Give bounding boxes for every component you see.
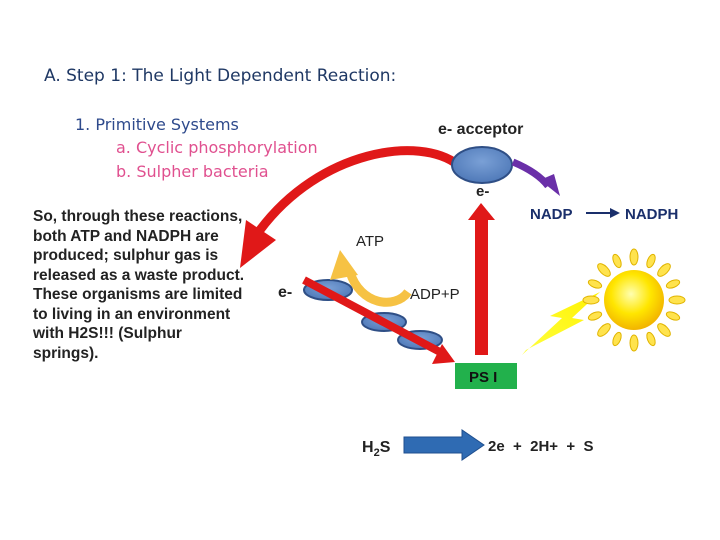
electron-flow-arrow-head — [432, 344, 455, 364]
body-line: These organisms are limited — [33, 286, 243, 303]
lightning-bolt-icon — [522, 292, 600, 355]
h2s-split-arrow — [403, 429, 485, 461]
e-acceptor-label: e- acceptor — [438, 121, 523, 138]
body-line: both ATP and NADPH are — [33, 227, 219, 245]
slide-title: A. Step 1: The Light Dependent Reaction: — [44, 66, 397, 86]
atp-synthesis-arrow — [345, 270, 412, 307]
nadph-arrow-head — [610, 208, 620, 218]
excitation-arrow-shaft — [475, 215, 488, 355]
h2s-s: S — [380, 439, 391, 456]
cyclic-electron-arrow — [256, 146, 461, 233]
nadp-reduction-arrow — [511, 158, 551, 189]
body-line: released as a waste product. — [33, 266, 245, 284]
excitation-arrow-head — [468, 203, 495, 220]
explanation-paragraph: So, through these reactions, both ATP an… — [33, 207, 293, 363]
ps1-box — [455, 363, 517, 389]
subtitle-cyclic-phosphorylation: a. Cyclic phosphorylation — [116, 138, 318, 157]
body-line: to living in an environment — [33, 305, 231, 323]
atp-arrow-head — [330, 250, 358, 280]
h2s-label: H2S — [362, 439, 391, 459]
body-line: with H2S!!! (Sulphur — [33, 325, 182, 342]
body-line: So, through these reactions, — [33, 208, 243, 225]
body-line: springs). — [33, 344, 99, 362]
nadph-label: NADPH — [625, 206, 678, 223]
subtitle-primitive-systems: 1. Primitive Systems — [75, 115, 239, 134]
atp-label: ATP — [356, 233, 384, 250]
nadp-label: NADP — [530, 206, 573, 223]
sun-icon — [582, 248, 686, 352]
h2s-subscript: 2 — [374, 447, 380, 459]
h2s-h: H — [362, 439, 374, 456]
ps1-label: PS I — [469, 369, 497, 386]
nadp-arrow-head — [540, 174, 560, 196]
e-minus-left-label: e- — [278, 284, 292, 301]
body-line: produced; sulphur gas is — [33, 247, 219, 264]
subtitle-sulpher-bacteria: b. Sulpher bacteria — [116, 162, 269, 181]
electron-acceptor-ellipse — [451, 146, 513, 184]
adp-p-label: ADP+P — [410, 286, 460, 303]
cyclic-arrow-head — [240, 220, 276, 268]
e-minus-top-label: e- — [476, 183, 489, 200]
electron-flow-line — [302, 276, 442, 356]
products-label: 2e + 2H+ + S — [488, 438, 593, 455]
